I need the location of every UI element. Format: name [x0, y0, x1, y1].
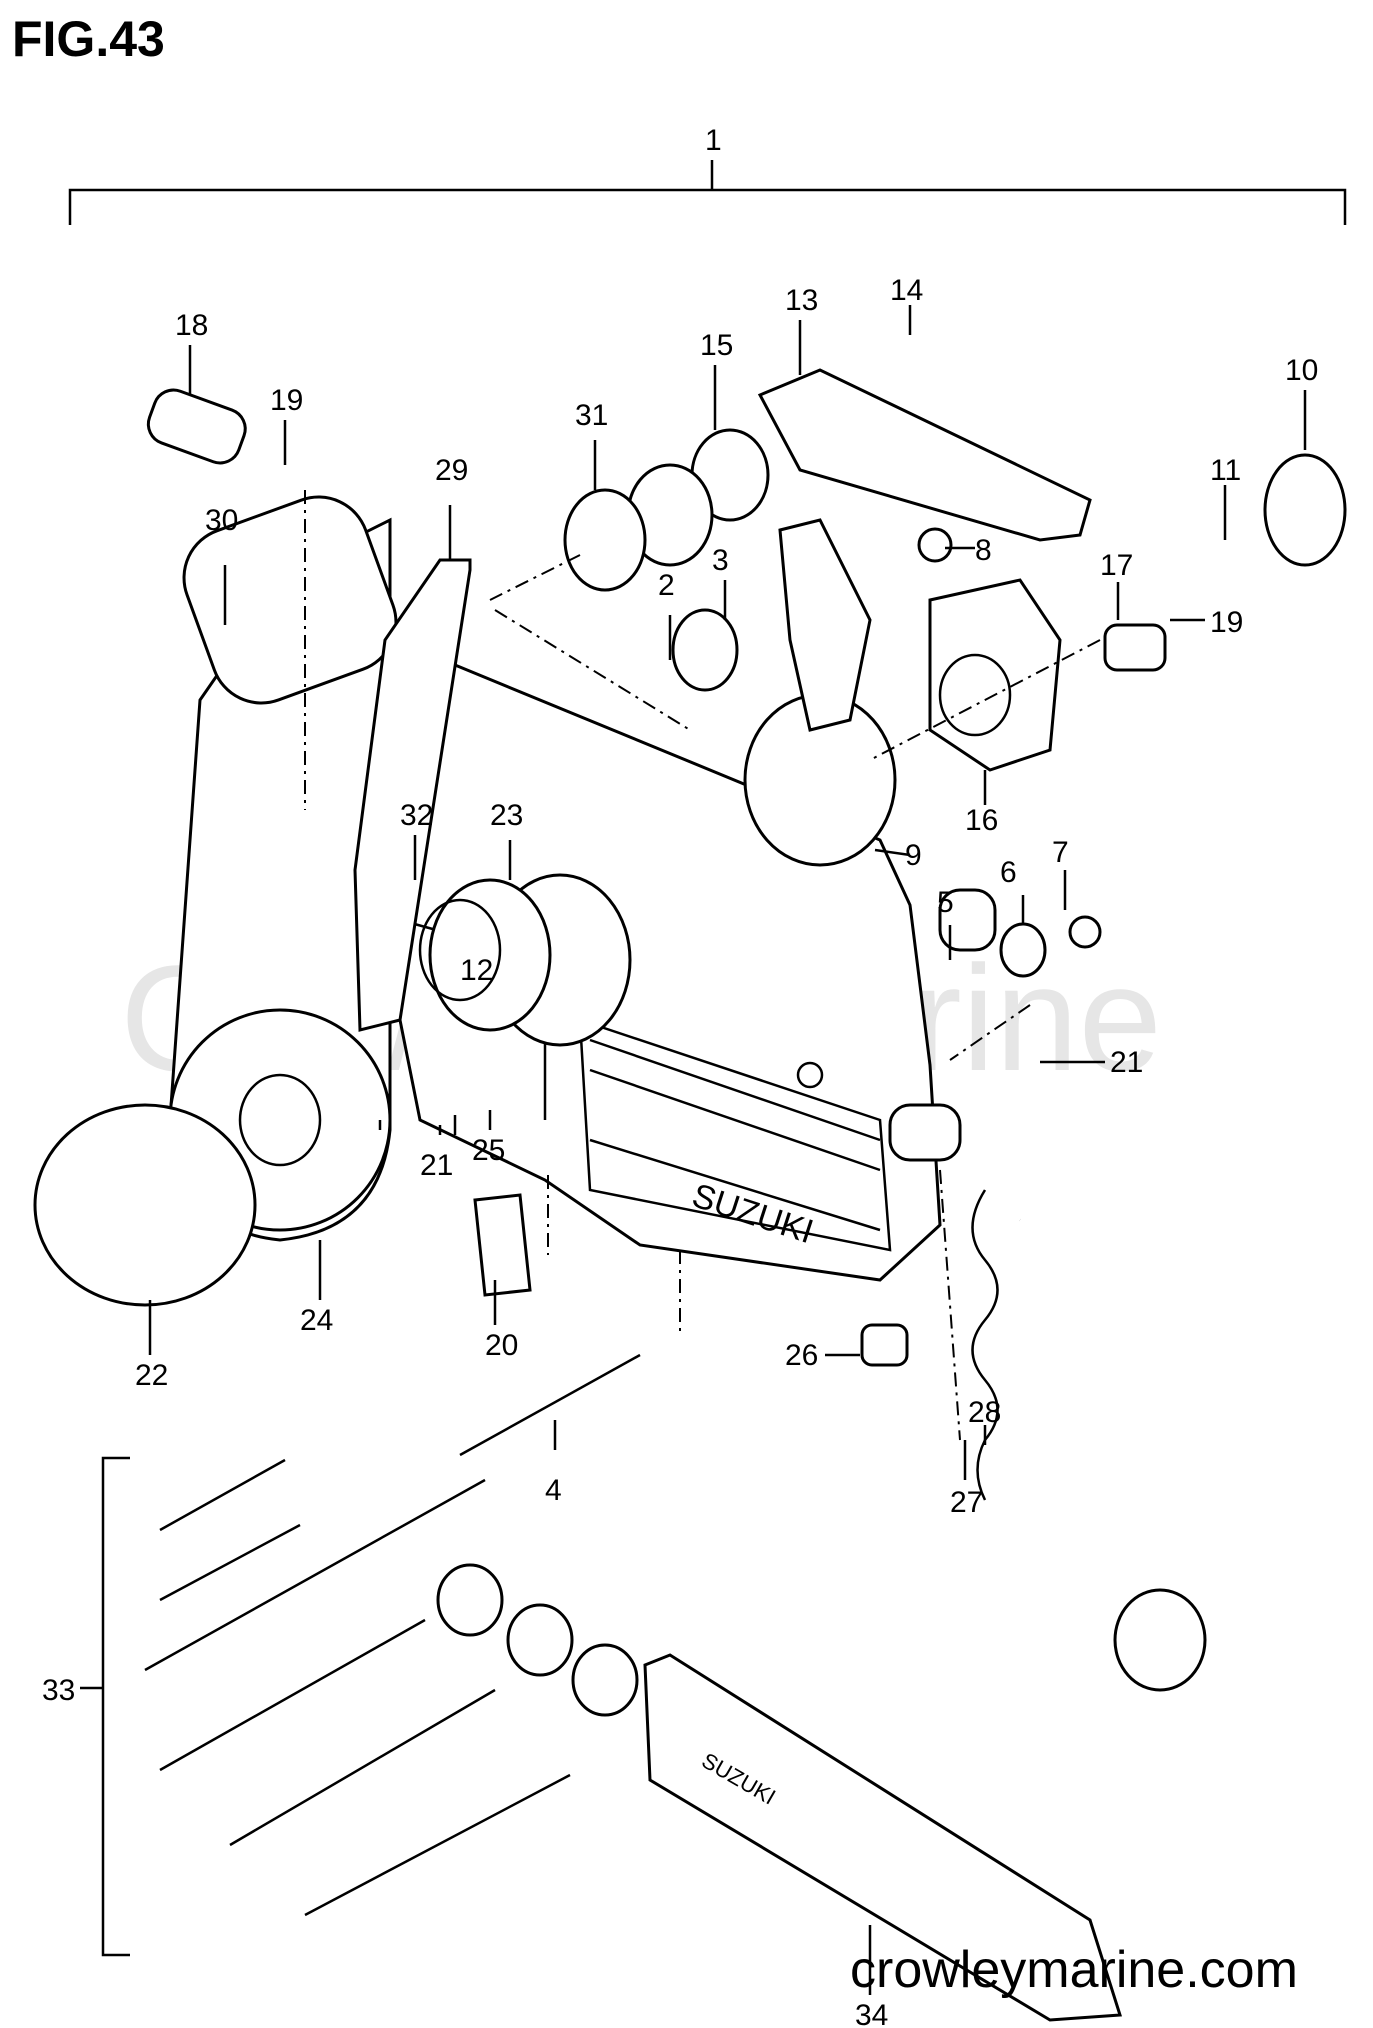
bolt-4: [459, 1353, 641, 1457]
callout-31: 31: [575, 399, 608, 432]
callout-28: 28: [968, 1396, 1001, 1429]
figure-title: FIG.43: [12, 11, 165, 67]
callout-21-right: 21: [1110, 1046, 1143, 1079]
kit-bracket: [80, 1456, 130, 1957]
callout-26: 26: [785, 1339, 818, 1372]
callout-17: 17: [1100, 549, 1133, 582]
assembly-bracket: [68, 160, 1347, 225]
wire-harness: [1019, 1218, 1327, 1641]
callout-19-left: 19: [270, 384, 303, 417]
cover-20: [473, 1193, 532, 1297]
callout-19-right: 19: [1210, 606, 1243, 639]
callout-25: 25: [472, 1134, 505, 1167]
callout-14: 14: [890, 274, 923, 307]
washer-6: [999, 922, 1047, 978]
name-plate: SUZUKI: [643, 1653, 1123, 2022]
callout-2: 2: [658, 569, 675, 602]
callout-23: 23: [490, 799, 523, 832]
callout-3: 3: [712, 544, 729, 577]
callout-20: 20: [485, 1329, 518, 1362]
callout-33: 33: [42, 1674, 75, 1707]
control-lever: [168, 495, 398, 1242]
callout-5: 5: [937, 886, 954, 919]
callout-4: 4: [545, 1474, 562, 1507]
callout-27: 27: [950, 1486, 983, 1519]
callout-29: 29: [435, 454, 468, 487]
callout-1: 1: [705, 124, 722, 157]
spacer-5: [938, 888, 997, 952]
callout-32: 32: [400, 799, 433, 832]
shift-arm: [757, 368, 1092, 542]
leader-lines: [148, 305, 1307, 1995]
callout-9: 9: [905, 839, 922, 872]
callout-16: 16: [965, 804, 998, 837]
bracket-17: [1103, 623, 1167, 672]
trim-switch: [146, 388, 247, 465]
callout-12: 12: [460, 954, 493, 987]
callout-22: 22: [135, 1359, 168, 1392]
callout-34: 34: [855, 1999, 888, 2028]
assembly-lines: [304, 490, 1101, 1441]
callout-18: 18: [175, 309, 208, 342]
mounting-kit: [144, 1458, 639, 1917]
callout-10: 10: [1285, 354, 1318, 387]
friction-assembly: [418, 873, 632, 1047]
callout-numbers: 1 2 3 4 5 6 7 8 9 10 11 12 13 14 15 16 1…: [42, 124, 1318, 2028]
nut-7: [1068, 915, 1102, 949]
callout-7: 7: [1052, 836, 1069, 869]
callout-11: 11: [1210, 454, 1241, 487]
callout-6: 6: [1000, 856, 1017, 889]
cam-31: [563, 488, 647, 592]
callout-13: 13: [785, 284, 818, 317]
callout-15: 15: [700, 329, 733, 362]
harness-connector: [1113, 1588, 1207, 1692]
neutral-lock-bar: [353, 558, 472, 1032]
callout-30: 30: [205, 504, 238, 537]
callout-21-left: 21: [420, 1149, 453, 1182]
callout-24: 24: [300, 1304, 333, 1337]
callout-8: 8: [975, 534, 992, 567]
collar-3: [671, 608, 739, 692]
site-url: crowleymarine.com: [850, 1941, 1298, 1999]
retainer-10: [1263, 453, 1347, 567]
nut-8: [917, 527, 953, 563]
cam-and-gear: [743, 518, 1062, 867]
lanyard-stop-switch: [860, 1103, 999, 1501]
lever-cover: [33, 1103, 257, 1307]
